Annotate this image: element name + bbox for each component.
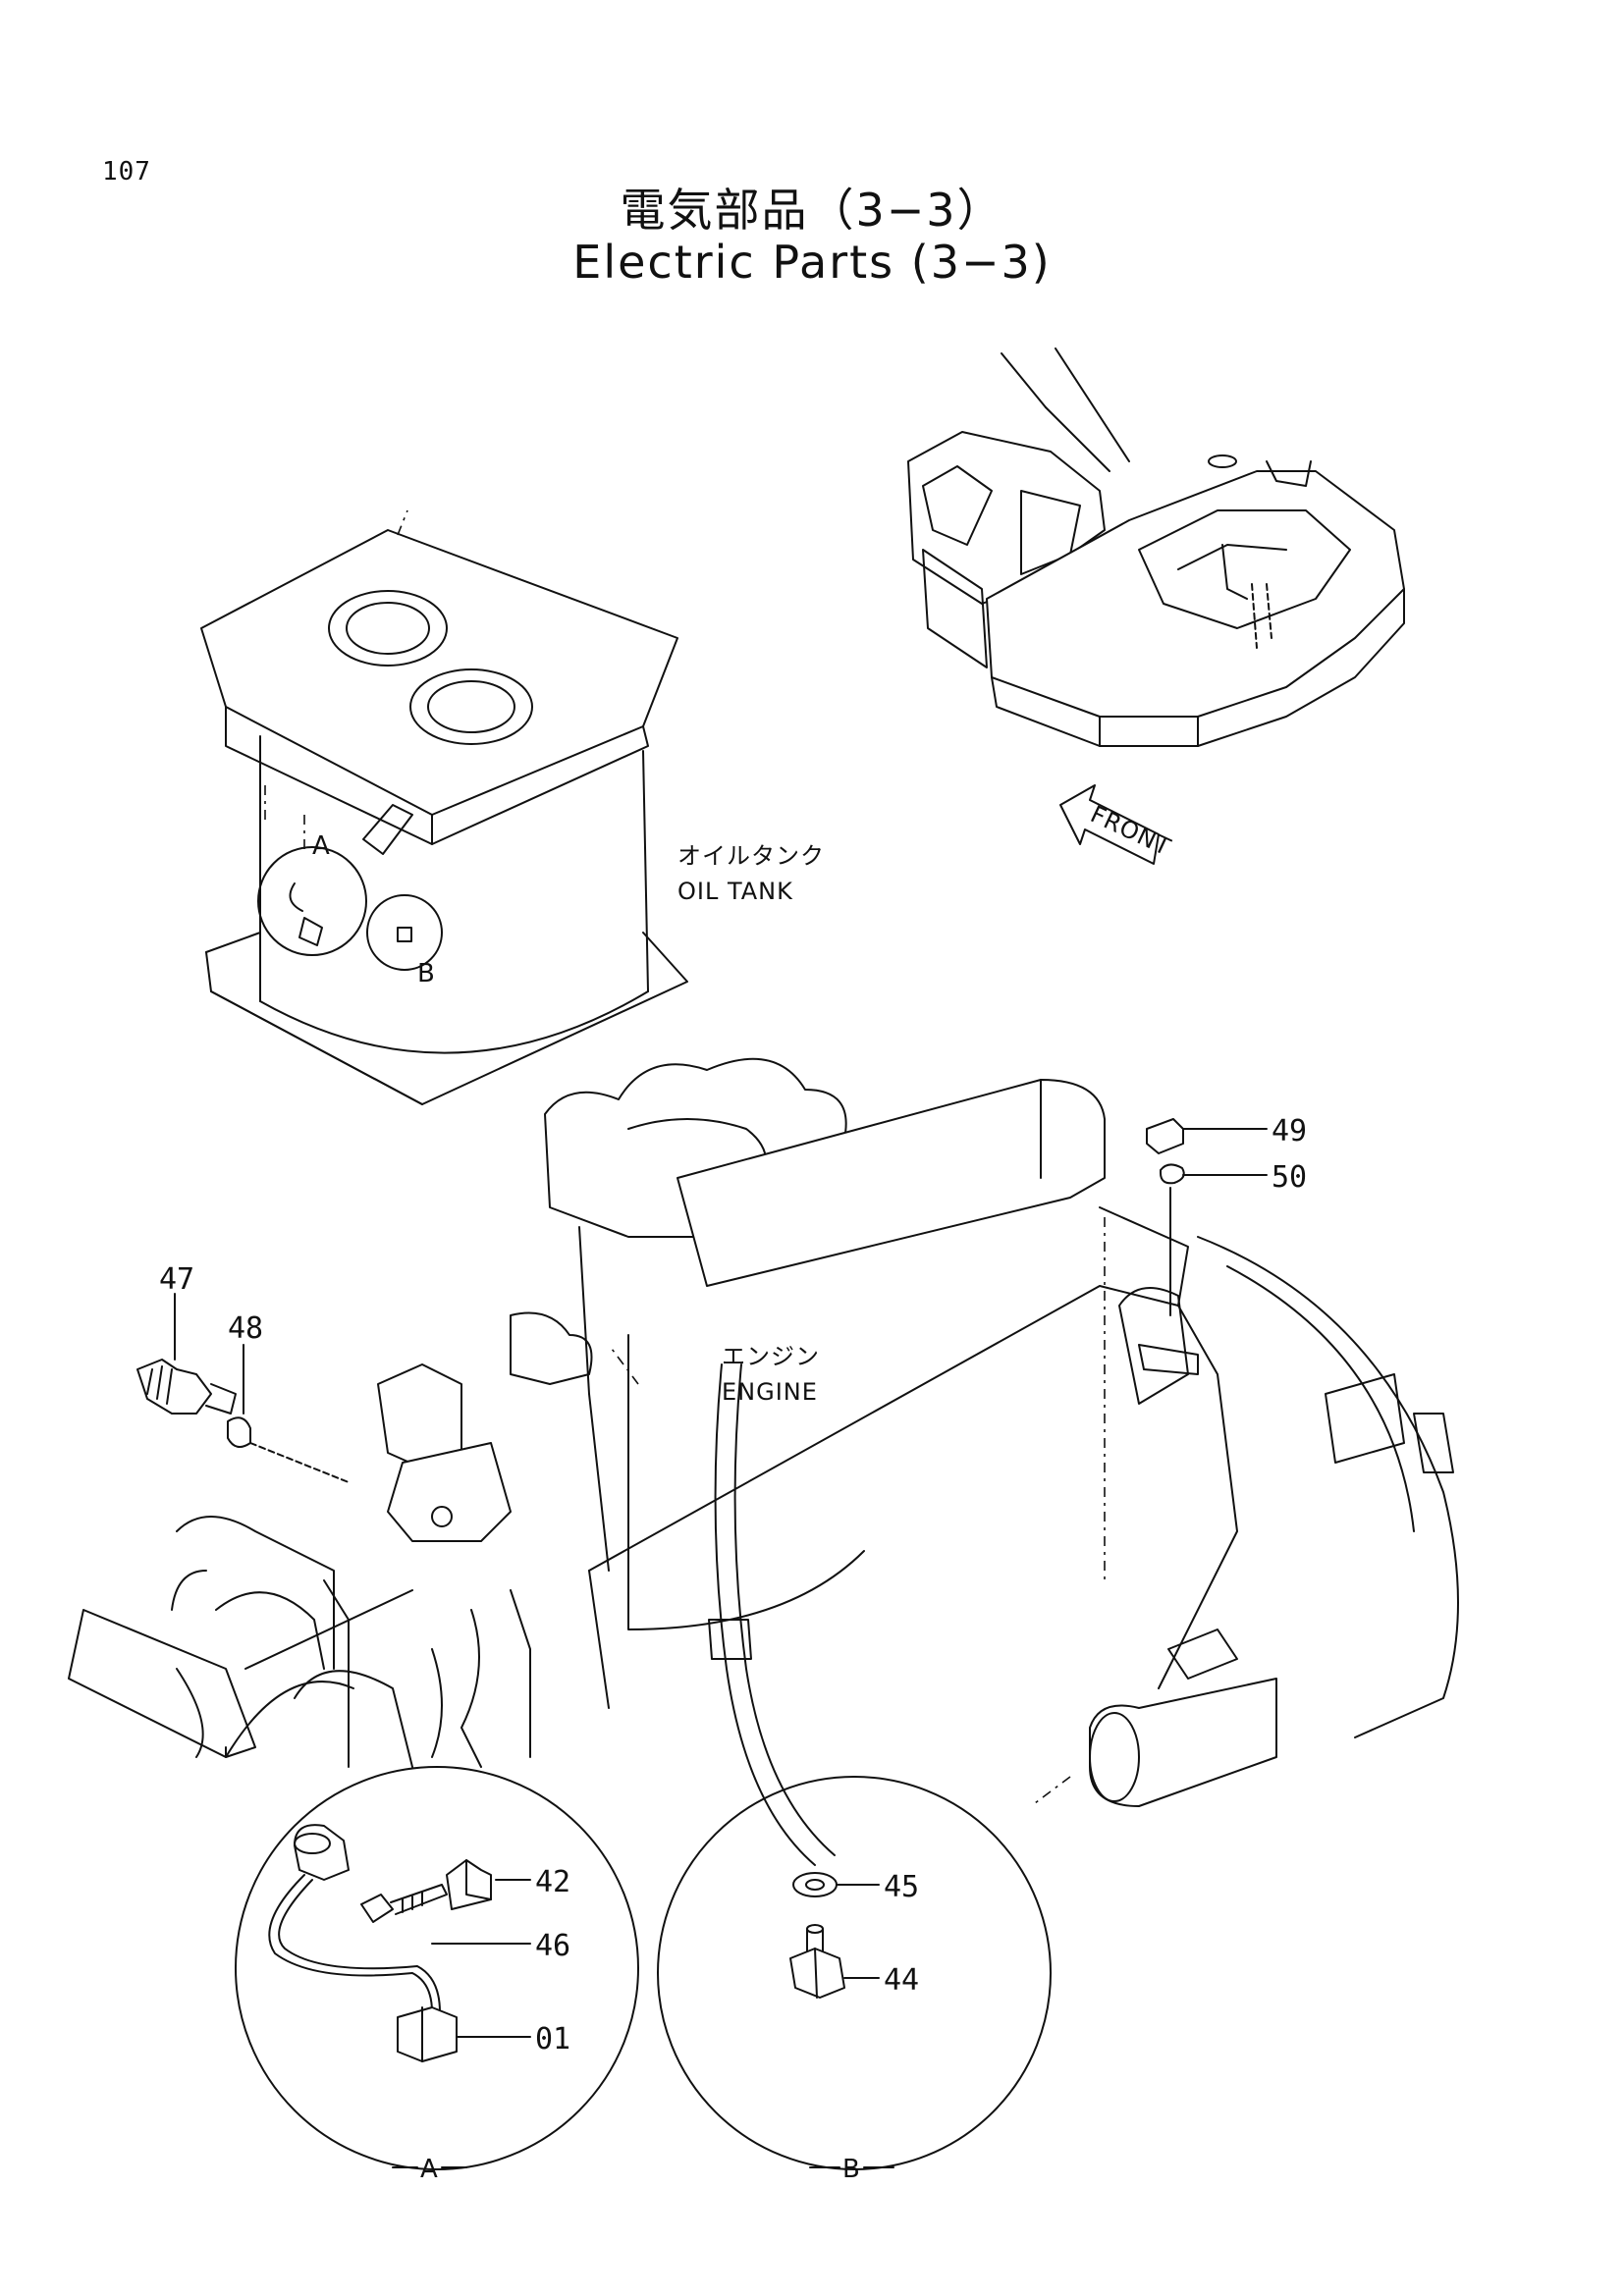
callout-01: 01 [535,2022,570,2056]
callout-49: 49 [1272,1114,1307,1148]
callout-42: 42 [535,1865,570,1899]
callout-50: 50 [1272,1160,1307,1195]
callout-44: 44 [884,1963,919,1998]
part-47-temperature-sender [136,1293,237,1415]
oil-tank-detail-b-marker: B [417,959,435,988]
oil-tank-detail-a-marker: A [312,831,330,861]
engine-label-jp: エンジン [722,1343,820,1370]
part-49-nut [1146,1118,1268,1154]
page-title-english: Electric Parts (3−3) [572,236,1052,289]
callout-46: 46 [535,1929,570,1963]
excavator-illustration [907,347,1405,747]
oil-tank-illustration: A B [200,509,688,1105]
oil-tank-label-en: OIL TANK [677,878,793,905]
page-title-japanese: 電気部品（3−3） [620,184,1004,237]
engine-label-en: ENGINE [722,1378,818,1406]
detail-a-label: A [420,2155,438,2184]
detail-b-view: B [657,1776,1052,2184]
page-number: 107 [102,157,151,187]
oil-tank-label-jp: オイルタンク [677,842,825,870]
part-48-gasket [227,1344,350,1483]
detail-b-label: B [842,2155,860,2184]
detail-a-view: A [235,1766,639,2184]
callout-47: 47 [159,1262,194,1297]
engine-illustration [68,1057,1459,1866]
front-direction-arrow: FRONT [1059,784,1175,865]
callout-45: 45 [884,1870,919,1904]
callout-48: 48 [228,1311,263,1346]
part-50-lock-washer [1160,1163,1268,1316]
